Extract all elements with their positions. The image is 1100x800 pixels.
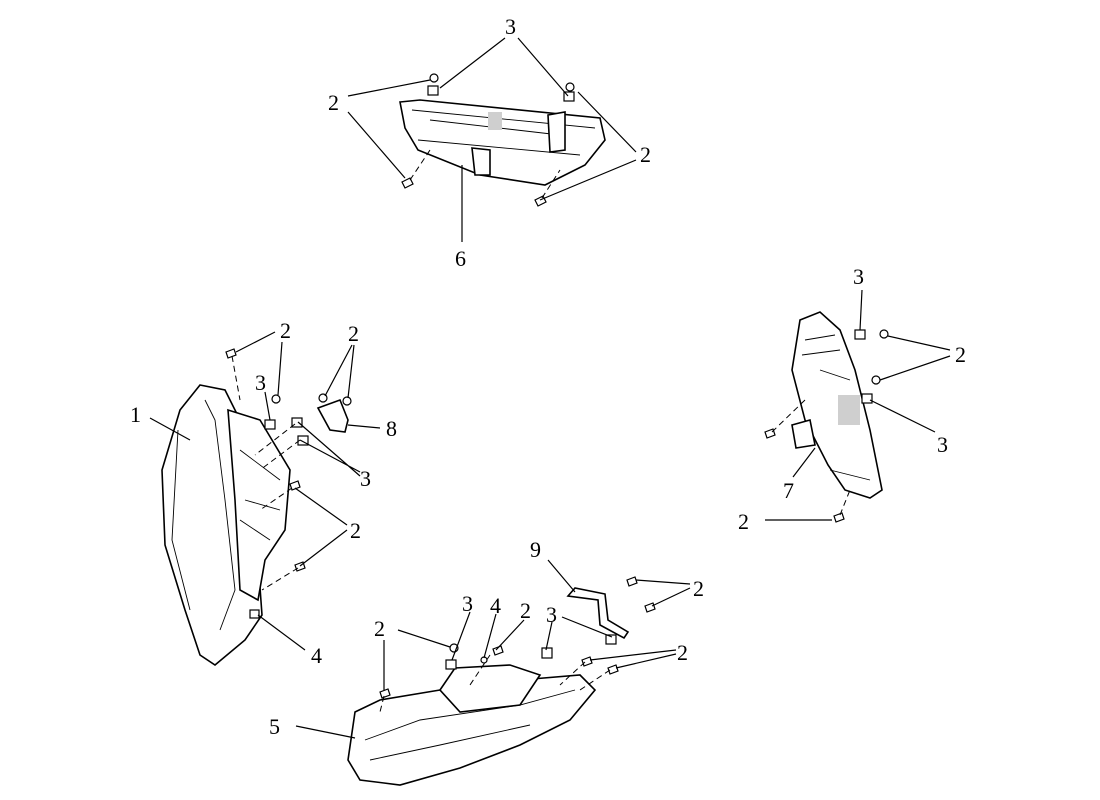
callout-2: 2 — [348, 321, 359, 346]
callout-5: 5 — [269, 714, 280, 739]
part-1-left-headlight — [161, 384, 291, 666]
callout-2: 2 — [374, 616, 385, 641]
left-fasteners — [225, 348, 352, 619]
callout-2: 2 — [328, 90, 339, 115]
callout-2: 2 — [738, 509, 749, 534]
callout-3: 3 — [255, 370, 266, 395]
callout-3: 3 — [853, 264, 864, 289]
callout-9: 9 — [530, 537, 541, 562]
part-5-lower-headlight — [347, 664, 597, 786]
left-leaders — [149, 331, 381, 651]
callout-6: 6 — [455, 246, 466, 271]
callout-8: 8 — [386, 416, 397, 441]
bottom-fasteners — [379, 576, 656, 713]
callout-3: 3 — [937, 432, 948, 457]
callout-3: 3 — [360, 466, 371, 491]
callout-3: 3 — [546, 602, 557, 627]
callout-2: 2 — [955, 342, 966, 367]
part-9-bracket — [566, 587, 630, 640]
callout-7: 7 — [783, 478, 794, 503]
bottom-leaders — [295, 559, 691, 739]
callout-2: 2 — [693, 576, 704, 601]
part-7-right-lamp — [791, 311, 883, 499]
callout-1: 1 — [130, 402, 141, 427]
part-8-bracket — [316, 398, 349, 433]
part-6-upper-bracket — [399, 99, 606, 186]
callout-2: 2 — [677, 640, 688, 665]
callout-2: 2 — [350, 518, 361, 543]
top-leaders — [347, 37, 637, 242]
callout-2: 2 — [640, 142, 651, 167]
callout-2: 2 — [280, 318, 291, 343]
callout-4: 4 — [490, 593, 501, 618]
callout-3: 3 — [505, 14, 516, 39]
callout-4: 4 — [311, 643, 322, 668]
right-leaders — [765, 289, 951, 521]
top-fasteners — [401, 73, 575, 207]
callout-2: 2 — [520, 598, 531, 623]
callout-3: 3 — [462, 591, 473, 616]
